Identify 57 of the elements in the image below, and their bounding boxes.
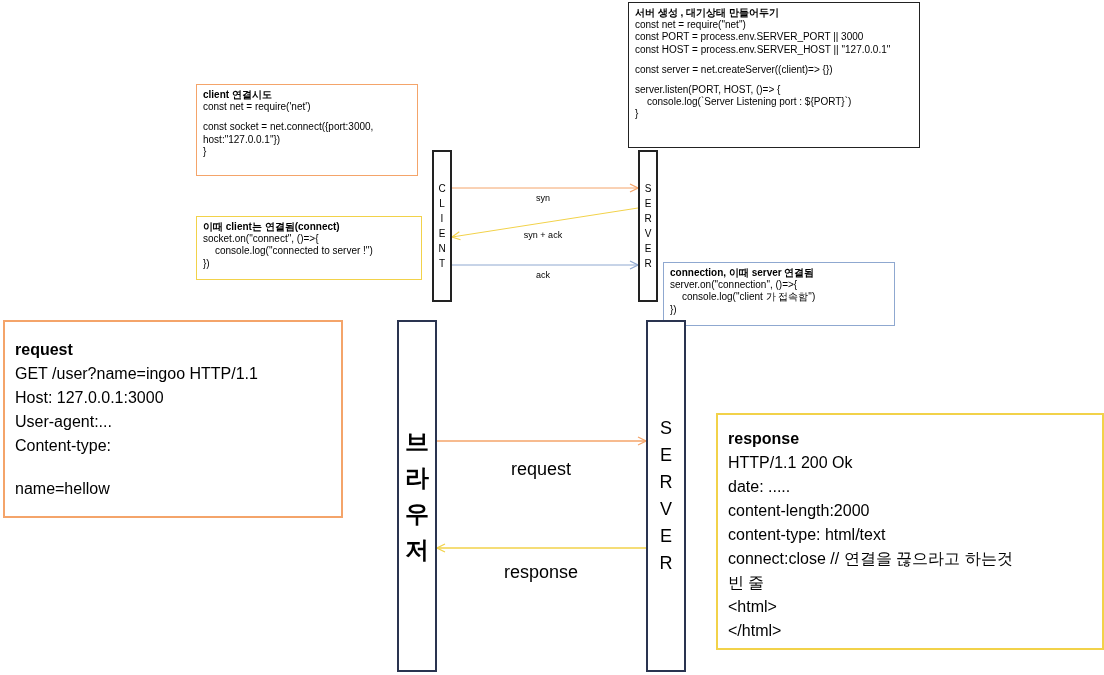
message-line: date: .....	[728, 477, 792, 497]
arrow	[436, 543, 647, 553]
code-line: const HOST = process.env.SERVER_HOST || "127.0.0.1"	[635, 43, 892, 56]
lifeline-bar	[397, 320, 437, 672]
code-line: }	[635, 108, 640, 121]
message-line: name=hellow	[15, 479, 111, 500]
code-line: const PORT = process.env.SERVER_PORT || 3000	[635, 31, 865, 44]
code-line: const socket = net.connect({port:3000, host:"127.0.0.1"})	[203, 121, 375, 146]
code-line: }	[203, 145, 208, 158]
edge-label: syn	[536, 193, 550, 203]
code-box	[663, 262, 895, 326]
code-line: console.log("client 가 접속함")	[681, 291, 817, 304]
bar-label: SERVER	[644, 182, 652, 271]
message-line: HTTP/1.1 200 Ok	[728, 453, 854, 473]
code-line: })	[670, 303, 678, 316]
code-line: socket.on("connect", ()=>{	[203, 233, 320, 246]
box-heading: connection, 이때 server 연결됨	[670, 267, 816, 280]
bar-label: SERVER	[659, 417, 673, 575]
lifeline-bar	[432, 150, 452, 302]
box-heading: response	[728, 429, 801, 449]
box-heading: request	[15, 340, 74, 360]
box-heading: 서버 생성 , 대기상태 만들어두기	[635, 7, 780, 20]
code-line: server.on("connection", ()=>{	[670, 279, 799, 292]
code-line: })	[203, 257, 211, 270]
box-heading: 이때 client는 연결됨(connect)	[203, 221, 341, 234]
code-line: const net = require('net')	[203, 101, 312, 114]
message-line: content-type: html/text	[728, 525, 887, 545]
arrow	[451, 260, 639, 270]
edge-label: syn + ack	[523, 230, 563, 240]
arrow	[451, 183, 639, 193]
code-line: server.listen(PORT, HOST, ()=> {	[635, 83, 782, 97]
code-line: console.log("connected to server !")	[214, 245, 374, 258]
message-line: </html>	[728, 621, 783, 641]
code-box	[628, 2, 920, 148]
lifeline-bar	[638, 150, 658, 302]
message-box	[716, 413, 1104, 650]
bar-label: CLIENT	[438, 182, 446, 271]
lifeline-bar	[646, 320, 686, 672]
code-box	[196, 84, 418, 176]
message-line: Content-type:	[15, 436, 113, 456]
message-line: GET /user?name=ingoo HTTP/1.1	[15, 364, 259, 384]
arrow	[451, 207, 639, 241]
bar-label: 브라우저	[405, 427, 429, 565]
message-line: connect:close // 연결을 끊으라고 하는것	[728, 549, 1014, 569]
code-line: console.log(`Server Listening port : ${PORT}`)	[647, 96, 853, 109]
code-line: const net = require("net")	[635, 19, 747, 32]
code-line: const server = net.createServer((client)=> {})	[635, 63, 834, 76]
arrow	[436, 436, 647, 446]
code-box	[196, 216, 422, 280]
message-line: <html>	[728, 597, 778, 617]
message-line: content-length:2000	[728, 501, 871, 521]
message-box	[3, 320, 343, 518]
message-line: User-agent:...	[15, 412, 113, 432]
edge-label: ack	[536, 270, 550, 280]
message-line: 빈 줄	[728, 573, 766, 593]
message-line: Host: 127.0.0.1:3000	[15, 388, 165, 408]
box-heading: client 연결시도	[203, 89, 273, 102]
